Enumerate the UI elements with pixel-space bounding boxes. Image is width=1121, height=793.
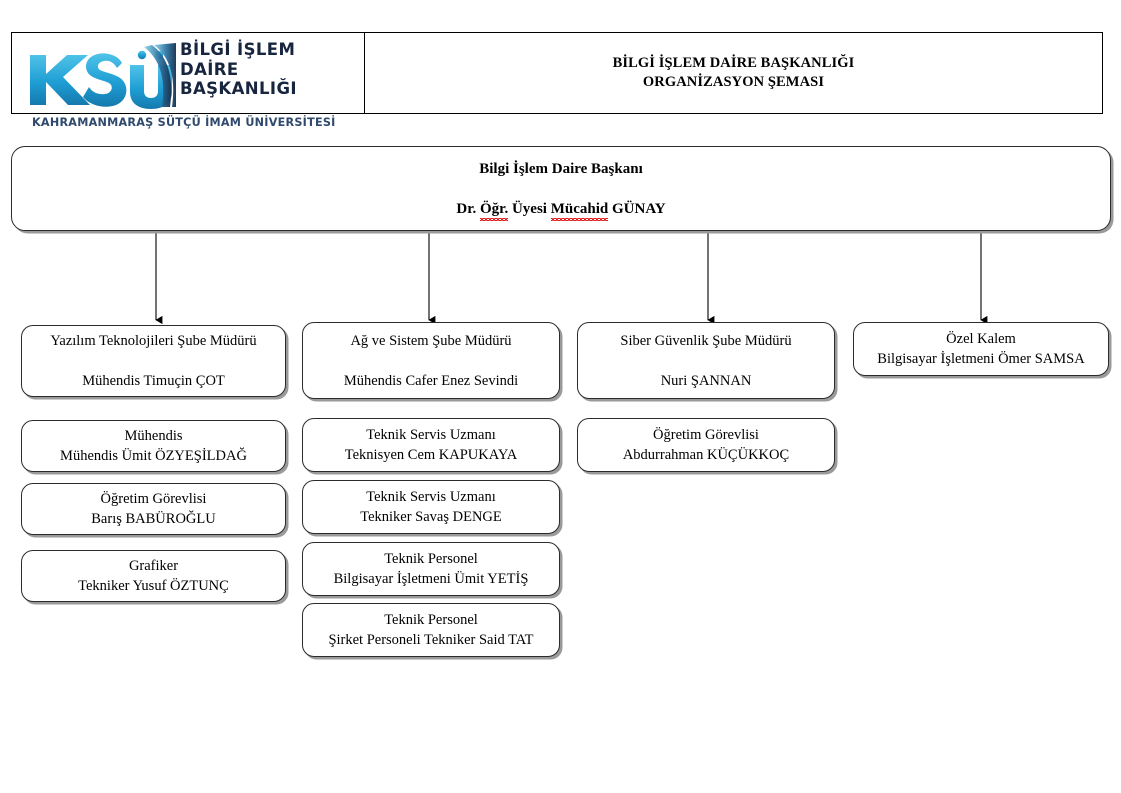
- node-siber-guvenlik-sube-muduru[interactable]: Siber Güvenlik Şube Müdürü Nuri ŞANNAN: [577, 322, 835, 399]
- node-person: Bilgisayar İşletmeni Ümit YETİŞ: [333, 571, 529, 587]
- node-person: Teknisyen Cem KAPUKAYA: [344, 447, 518, 463]
- node-muhendis-ozyesildag[interactable]: Mühendis Mühendis Ümit ÖZYEŞİLDAĞ: [21, 420, 286, 472]
- node-title: Mühendis: [124, 428, 183, 444]
- node-grafiker-oztunc[interactable]: Grafiker Tekniker Yusuf ÖZTUNÇ: [21, 550, 286, 602]
- node-title: Grafiker: [128, 558, 179, 574]
- node-title: Özel Kalem: [946, 331, 1016, 347]
- node-title: Teknik Personel: [384, 551, 478, 567]
- node-person: Barış BABÜROĞLU: [91, 511, 216, 527]
- director-mid: Üyesi: [508, 200, 551, 217]
- node-ogretim-gorevlisi-kucukkoc[interactable]: Öğretim Görevlisi Abdurrahman KÜÇÜKKOÇ: [577, 418, 835, 472]
- node-director[interactable]: Bilgi İşlem Daire Başkanı Dr. Öğr. Üyesi…: [11, 146, 1111, 231]
- node-ag-ve-sistem-sube-muduru[interactable]: Ağ ve Sistem Şube Müdürü Mühendis Cafer …: [302, 322, 560, 399]
- node-title: Teknik Servis Uzmanı: [366, 427, 496, 443]
- node-person: Şirket Personeli Tekniker Said TAT: [328, 632, 534, 648]
- node-title: Teknik Servis Uzmanı: [366, 489, 496, 505]
- node-person: Tekniker Savaş DENGE: [360, 509, 502, 525]
- node-director-title: Bilgi İşlem Daire Başkanı: [479, 160, 643, 177]
- node-person: Mühendis Timuçin ÇOT: [82, 373, 225, 389]
- node-person: Abdurrahman KÜÇÜKKOÇ: [622, 447, 790, 463]
- node-person: Nuri ŞANNAN: [660, 372, 752, 389]
- node-teknik-personel-yetis[interactable]: Teknik Personel Bilgisayar İşletmeni Ümi…: [302, 542, 560, 596]
- node-title: Siber Güvenlik Şube Müdürü: [620, 332, 792, 349]
- logo-title-line-2: DAİRE: [180, 59, 239, 79]
- logo-title-line-3: BAŞKANLIĞI: [180, 79, 297, 98]
- node-teknik-servis-uzmani-denge[interactable]: Teknik Servis Uzmanı Tekniker Savaş DENG…: [302, 480, 560, 534]
- director-misspelled-mucahid: Mücahid: [550, 200, 609, 221]
- header-logo-cell: BİLGİ İŞLEM DAİRE BAŞKANLIĞI KAHRAMANMAR…: [12, 33, 365, 129]
- node-director-name: Dr. Öğr. Üyesi Mücahid GÜNAY: [456, 200, 666, 221]
- node-ogretim-gorevlisi-baburoglu[interactable]: Öğretim Görevlisi Barış BABÜROĞLU: [21, 483, 286, 535]
- node-ozel-kalem[interactable]: Özel Kalem Bilgisayar İşletmeni Ömer SAM…: [853, 322, 1109, 376]
- logo-title-line-1: BİLGİ İŞLEM: [180, 40, 296, 59]
- logo-university-name: KAHRAMANMARAŞ SÜTÇÜ İMAM ÜNİVERSİTESİ: [32, 116, 336, 129]
- node-person: Tekniker Yusuf ÖZTUNÇ: [78, 578, 229, 594]
- node-teknik-personel-said-tat[interactable]: Teknik Personel Şirket Personeli Teknike…: [302, 603, 560, 657]
- ksu-logo: BİLGİ İŞLEM DAİRE BAŞKANLIĞI KAHRAMANMAR…: [12, 33, 364, 129]
- header-title-line-1: BİLGİ İŞLEM DAİRE BAŞKANLIĞI: [612, 55, 855, 71]
- header-title-line-2: ORGANİZASYON ŞEMASI: [642, 74, 825, 90]
- node-person: Bilgisayar İşletmeni Ömer SAMSA: [877, 351, 1085, 367]
- director-surname: GÜNAY: [608, 200, 666, 217]
- node-title: Ağ ve Sistem Şube Müdürü: [350, 332, 512, 349]
- header-title-cell: BİLGİ İŞLEM DAİRE BAŞKANLIĞI ORGANİZASYO…: [365, 33, 1102, 113]
- node-title: Yazılım Teknolojileri Şube Müdürü: [50, 333, 257, 349]
- director-prefix: Dr.: [456, 200, 481, 217]
- director-misspelled-ogr: Öğr.: [480, 200, 509, 221]
- node-yazilim-teknolojileri-sube-muduru[interactable]: Yazılım Teknolojileri Şube Müdürü Mühend…: [21, 325, 286, 397]
- ksu-logo-title: BİLGİ İŞLEM DAİRE BAŞKANLIĞI: [180, 40, 297, 99]
- node-title: Öğretim Görevlisi: [100, 491, 207, 507]
- node-person: Mühendis Ümit ÖZYEŞİLDAĞ: [60, 448, 247, 464]
- node-title: Teknik Personel: [384, 612, 478, 628]
- node-title: Öğretim Görevlisi: [653, 427, 759, 443]
- node-person: Mühendis Cafer Enez Sevindi: [343, 372, 519, 389]
- node-teknik-servis-uzmani-kapukaya[interactable]: Teknik Servis Uzmanı Teknisyen Cem KAPUK…: [302, 418, 560, 472]
- header-table: BİLGİ İŞLEM DAİRE BAŞKANLIĞI KAHRAMANMAR…: [11, 32, 1103, 129]
- ksu-logo-mark-icon: [30, 43, 176, 109]
